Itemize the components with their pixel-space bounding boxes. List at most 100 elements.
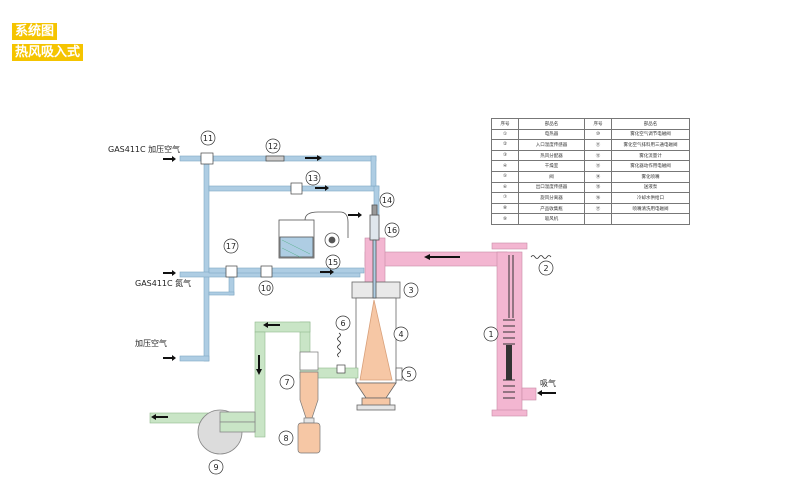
blower: [197, 409, 256, 455]
callout-circle-15: [325, 254, 341, 270]
legend-cell: ⑩: [584, 128, 612, 141]
callout-circle-17: [223, 238, 239, 254]
legend-cell: ⑮: [584, 181, 612, 194]
legend-cell: ①: [491, 128, 519, 141]
callout-number-15: 15: [328, 258, 338, 267]
legend-cell: ⑪: [584, 139, 612, 151]
callout-circle-3: [403, 282, 419, 298]
legend-cell: ⑨: [491, 213, 519, 225]
callout-circle-10: [258, 280, 274, 296]
legend-cell: 序号: [584, 118, 612, 130]
callout-number-3: 3: [408, 286, 413, 295]
callout-number-11: 11: [203, 134, 213, 143]
legend-cell: ⑧: [491, 202, 519, 215]
legend-cell: 吸风机: [518, 213, 585, 225]
callout-circle-5: [401, 366, 417, 382]
drying-chamber: [351, 281, 403, 411]
label-suction: 吸气: [540, 378, 556, 388]
callout-circle-7: [279, 374, 295, 390]
callout-number-2: 2: [543, 264, 548, 273]
legend-cell: 雾化器动作用电磁阀: [611, 160, 690, 172]
exhaust-pipes: [149, 321, 359, 438]
legend-cell: 部品名: [518, 118, 585, 130]
legend-cell: 喷嘴清洗用电磁阀: [611, 202, 690, 215]
legend-cell: 旋风分离器: [518, 192, 585, 204]
callout-number-6: 6: [340, 319, 345, 328]
diagram-title-line1: 系统图: [12, 23, 58, 40]
legend-cell: 电热器: [518, 128, 585, 141]
legend-cell: 入口温度传感器: [518, 139, 585, 151]
legend-cell: 部品名: [611, 118, 690, 130]
nozzle-assembly: [369, 204, 380, 299]
hot-air-duct: [364, 237, 537, 417]
callout-circle-12: [265, 138, 281, 154]
valves: [200, 152, 346, 374]
callout-number-7: 7: [284, 378, 289, 387]
legend-cell: 产品收集瓶: [518, 202, 585, 215]
legend-cell: 出口温度传感器: [518, 181, 585, 194]
legend-cell: [611, 213, 690, 225]
legend-cell: ③: [491, 149, 519, 162]
callout-circle-9: [208, 459, 224, 475]
legend-cell: 干燥室: [518, 160, 585, 172]
label-gas-air: GAS411C 加压空气: [108, 144, 180, 154]
temperature-sensors: [337, 255, 552, 358]
label-gas-n2: GAS411C 氮气: [135, 278, 191, 288]
legend-cell: ⑰: [584, 202, 612, 215]
callout-number-5: 5: [406, 370, 411, 379]
legend-cell: ⑥: [491, 181, 519, 194]
legend-cell: 雾化空气排料用三通电磁阀: [611, 139, 690, 151]
callout-number-9: 9: [213, 463, 218, 472]
diagram-title-line2: 热风吸入式: [12, 44, 84, 61]
callout-number-13: 13: [308, 174, 318, 183]
legend-cell: [584, 213, 612, 225]
callout-number-4: 4: [398, 330, 403, 339]
legend-cell: ⑦: [491, 192, 519, 204]
callout-number-8: 8: [283, 434, 288, 443]
legend-cell: ⑬: [584, 160, 612, 172]
legend-header-row: 序号部品名序号部品名: [491, 118, 690, 130]
legend-cell: 冷却水供给口: [611, 192, 690, 204]
legend-cell: 序号: [491, 118, 519, 130]
callout-circle-8: [278, 430, 294, 446]
legend-cell: ⑯: [584, 192, 612, 204]
legend-cell: 雾化流量计: [611, 149, 690, 162]
callout-number-14: 14: [382, 196, 392, 205]
callout-circle-6: [335, 315, 351, 331]
cyclone-and-bottle: [297, 351, 321, 454]
callout-circle-16: [384, 222, 400, 238]
legend-cell: 雾化空气调节电磁阀: [611, 128, 690, 141]
callout-number-16: 16: [387, 226, 397, 235]
flow-arrows: [151, 155, 556, 420]
callout-number-1: 1: [488, 330, 493, 339]
callout-circle-1: [483, 326, 499, 342]
legend-cell: ④: [491, 160, 519, 172]
heater-coil: [503, 255, 515, 399]
legend-cell: ②: [491, 139, 519, 151]
legend-cell: ⑤: [491, 170, 519, 183]
callout-circle-14: [379, 192, 395, 208]
legend-cell: ⑫: [584, 149, 612, 162]
callout-number-17: 17: [226, 242, 236, 251]
legend-cell: 热风分配器: [518, 149, 585, 162]
legend-cell: 阀: [518, 170, 585, 183]
legend-cell: ⑭: [584, 170, 612, 183]
legend-cell: 雾化喷嘴: [611, 170, 690, 183]
legend-cell: 送液泵: [611, 181, 690, 194]
label-press-air: 加压空气: [135, 338, 167, 348]
callout-circle-11: [200, 130, 216, 146]
callout-circle-13: [305, 170, 321, 186]
callout-circle-2: [538, 260, 554, 276]
